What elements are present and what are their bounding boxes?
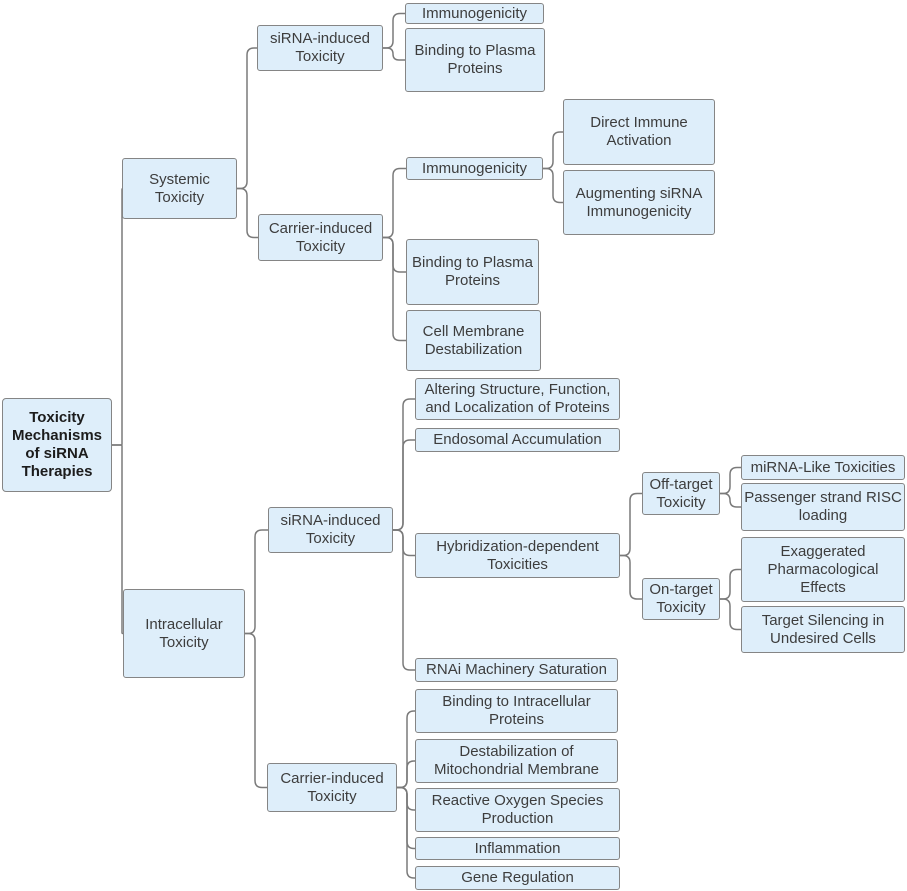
node-immunogenicity-sirna-systemic: Immunogenicity: [405, 3, 544, 24]
node-passenger-strand-risc-loading: Passenger strand RISC loading: [741, 483, 905, 531]
node-rnai-machinery-saturation: RNAi Machinery Saturation: [415, 658, 618, 682]
node-destabilization-mitochondrial-membrane: Destabilization of Mitochondrial Membran…: [415, 739, 618, 783]
node-exaggerated-pharmacological-effects: Exaggerated Pharmacological Effects: [741, 537, 905, 602]
node-mirna-like-toxicities: miRNA-Like Toxicities: [741, 455, 905, 480]
node-gene-regulation: Gene Regulation: [415, 866, 620, 890]
node-immunogenicity-carrier: Immunogenicity: [406, 157, 543, 180]
node-off-target-toxicity: Off-target Toxicity: [642, 472, 720, 515]
node-inflammation: Inflammation: [415, 837, 620, 860]
node-augmenting-sirna-immunogenicity: Augmenting siRNA Immunogenicity: [563, 170, 715, 235]
node-altering-structure-function-localization: Altering Structure, Function, and Locali…: [415, 378, 620, 420]
node-sirna-induced-toxicity-systemic: siRNA-induced Toxicity: [257, 25, 383, 71]
node-binding-intracellular-proteins: Binding to Intracellular Proteins: [415, 689, 618, 733]
node-cell-membrane-destabilization: Cell Membrane Destabilization: [406, 310, 541, 371]
node-hybridization-dependent-toxicities: Hybridization-dependent Toxicities: [415, 533, 620, 578]
node-binding-plasma-proteins-sirna: Binding to Plasma Proteins: [405, 28, 545, 92]
node-direct-immune-activation: Direct Immune Activation: [563, 99, 715, 165]
node-on-target-toxicity: On-target Toxicity: [642, 578, 720, 620]
node-reactive-oxygen-species-production: Reactive Oxygen Species Production: [415, 788, 620, 832]
node-intracellular-toxicity: Intracellular Toxicity: [123, 589, 245, 678]
node-binding-plasma-proteins-carrier: Binding to Plasma Proteins: [406, 239, 539, 305]
node-systemic-toxicity: Systemic Toxicity: [122, 158, 237, 219]
node-root-toxicity-mechanisms: Toxicity Mechanisms of siRNA Therapies: [2, 398, 112, 492]
node-carrier-induced-toxicity-systemic: Carrier-induced Toxicity: [258, 214, 383, 261]
node-sirna-induced-toxicity-intracellular: siRNA-induced Toxicity: [268, 507, 393, 553]
node-carrier-induced-toxicity-intracellular: Carrier-induced Toxicity: [267, 763, 397, 812]
node-target-silencing-undesired-cells: Target Silencing in Undesired Cells: [741, 606, 905, 653]
node-endosomal-accumulation: Endosomal Accumulation: [415, 428, 620, 452]
